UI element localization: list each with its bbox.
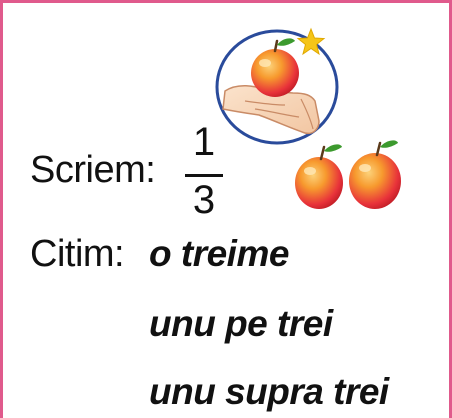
read-label: Citim: (30, 233, 125, 275)
star-icon (296, 27, 326, 56)
reading-1: o treime (149, 233, 289, 274)
apple-icon (349, 140, 401, 209)
fraction-bar (185, 174, 223, 177)
highlight-circle (215, 29, 339, 145)
apples-illustration (215, 27, 401, 209)
fraction-one-third: 1 3 (179, 120, 229, 230)
reading-3: unu supra trei (149, 371, 389, 412)
write-label: Scriem: (30, 149, 156, 191)
apple-icon (251, 38, 299, 97)
fraction-numerator: 1 (192, 120, 216, 164)
reading-2: unu pe trei (149, 303, 333, 344)
hand-holding-apple-icon (222, 85, 320, 135)
apple-icon (295, 144, 343, 209)
fraction-denominator: 3 (192, 178, 216, 222)
